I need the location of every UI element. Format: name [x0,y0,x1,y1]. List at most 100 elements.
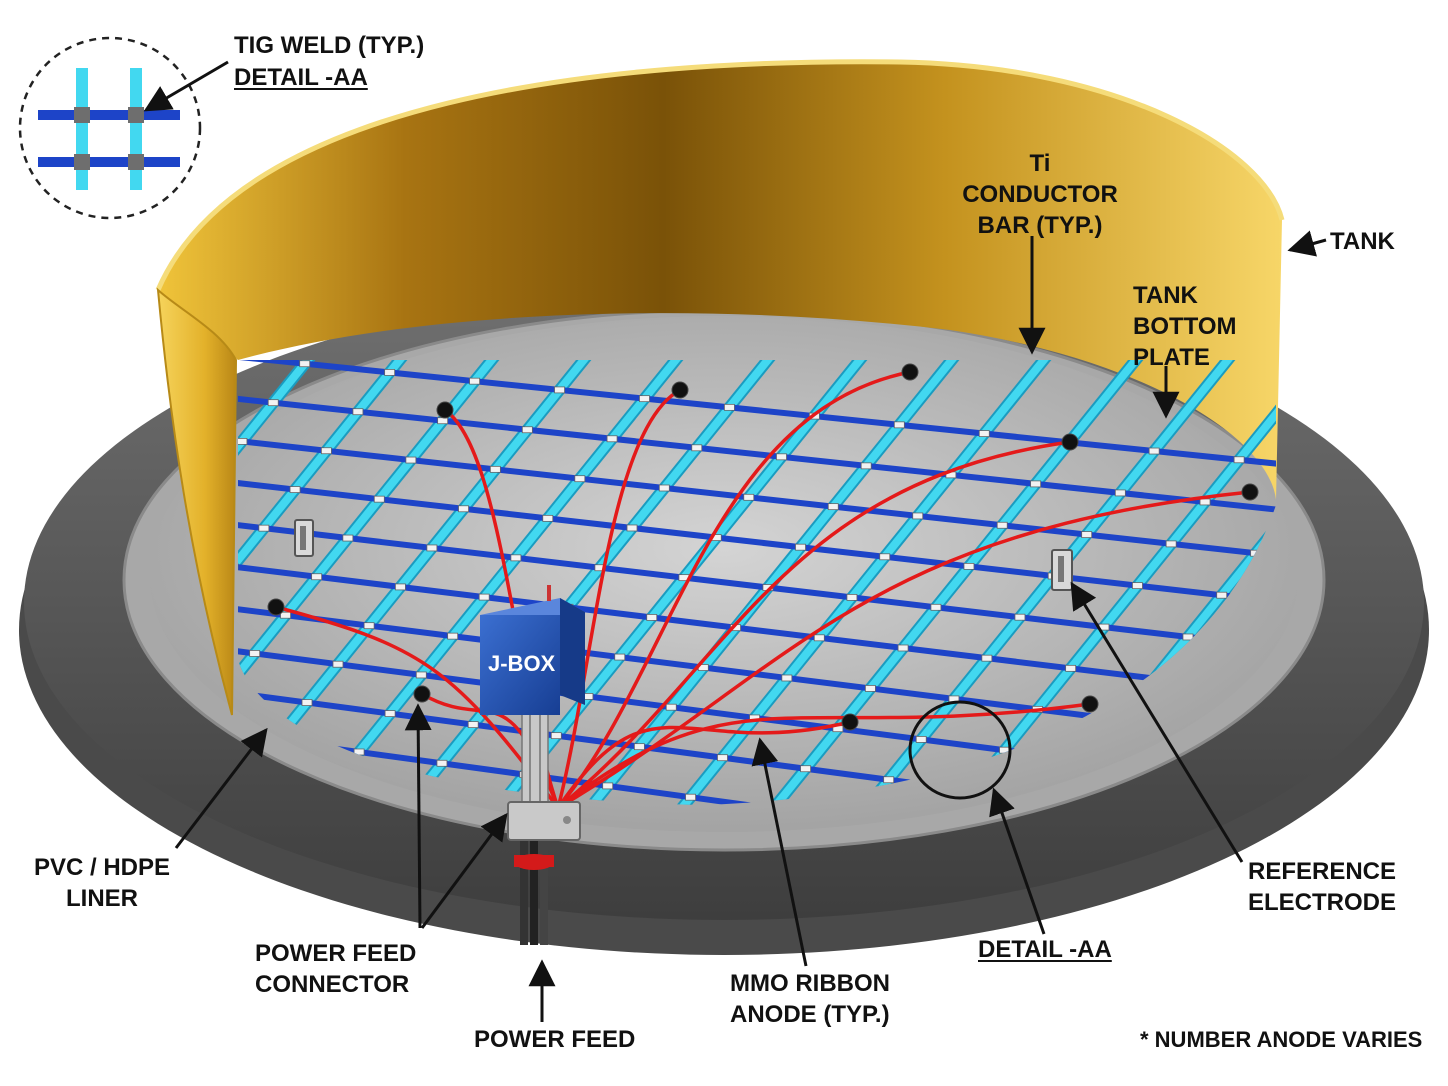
jbox-label: J-BOX [488,651,556,676]
mmo-line-2: ANODE (TYP.) [730,1001,890,1028]
tig-weld-mark [550,732,562,740]
red-anode-cable [556,370,911,810]
tig-weld-mark [467,721,479,729]
tig-weld-mark [1081,531,1093,538]
mmo-ribbon-anode [238,360,1276,468]
leader-lines [143,60,1327,1022]
tig-weld-mark [458,505,469,513]
tig-weld-mark [395,583,406,591]
mmo-line-1: MMO RIBBON [730,970,890,997]
tig-weld-mark [554,386,565,394]
tig-weld-mark [724,403,735,411]
red-anode-cable [275,605,560,810]
tig-weld-mark [415,671,427,679]
red-anode-cable [556,440,1071,810]
tig-weld-mark [289,486,301,493]
tig-weld-mark [342,534,354,542]
tig-weld-mark [0,741,3,747]
tig-weld-mark [1114,489,1126,497]
tank-wall-inner [158,61,1282,501]
anode-termination-ball [671,381,689,399]
tig-weld-mark [321,447,332,455]
tig-weld-mark [743,493,755,501]
tig-weld-mark [1182,633,1194,641]
tig-weld-mark [510,554,522,562]
tig-weld-mark [996,521,1008,529]
tig-weld-mark [633,743,645,751]
plate-line-3: PLATE [1133,344,1210,371]
tig-weld-mark [639,395,650,403]
ref-line-1: REFERENCE [1248,858,1397,885]
tig-weld-mark [542,514,554,522]
mmo-ribbon-anode [238,478,1276,606]
tig-weld-mark [373,495,385,503]
liner-line-2: LINER [66,885,138,912]
pfc-line-1: POWER FEED [255,940,417,967]
tig-weld-mark [405,456,417,464]
red-cables [267,363,1259,810]
tig-weld-mark [238,438,248,445]
tig-weld-mark [930,603,942,611]
tig-weld-mark [626,524,638,532]
liner-label: PVC / HDPE LINER [12,852,192,914]
tig-weld-mark [23,704,33,710]
anode-termination-ball [1081,695,1099,713]
red-anode-cable [556,720,851,809]
reference-electrode-right [1051,549,1073,591]
anode-termination-ball [267,598,285,616]
anode-termination-ball [901,363,919,381]
tig-weld-mark [781,674,793,682]
ti-bar-line-1: Ti [1029,150,1051,177]
reference-electrode-label: REFERENCE ELECTRODE [1248,856,1396,918]
ti-conductor-bar [652,360,1080,805]
power-feed-conduit [521,699,549,811]
tank-label: TANK [1330,228,1395,255]
detail-aa-top-label: DETAIL -AA [234,64,368,91]
tig-weld-mark [893,421,905,429]
tig-weld-mark [646,614,658,621]
tig-weld-mark [795,543,806,551]
tig-weld-mark [883,776,895,784]
tig-weld-mark [489,465,501,473]
tig-weld-mark [469,377,480,385]
tig-weld-mark [299,360,311,368]
mmo-ribbon-anode [238,730,1276,805]
anode-termination-ball [413,685,431,703]
tig-weld-mark [249,650,261,657]
tig-weld-mark [1132,582,1143,590]
tig-weld-mark [963,562,975,570]
tig-weld-mark [280,611,291,619]
tig-weld-mark [665,703,677,711]
plate-line-1: TANK [1133,282,1198,309]
detail-aa-circle [908,700,1012,800]
tig-weld-mark [267,399,279,407]
power-feed-cables [514,835,554,945]
mmo-ribbon-anode [238,436,1276,560]
tig-weld-mark [301,699,313,706]
tig-weld-mark [521,426,533,434]
mmo-ribbon-anode [238,394,1276,514]
tank-wall-rim [155,59,1285,291]
tank-wall-outer-left [156,287,238,716]
tig-weld-mark [352,408,364,416]
tig-weld-mark [813,634,825,642]
tig-weld-mark [981,654,993,662]
reference-electrode-left [294,519,314,557]
tig-weld-mark [827,503,839,511]
ti-conductor-bar [238,360,344,805]
tig-weld-label: TIG WELD (TYP.) [234,32,425,59]
detail-aa-inset [18,36,202,220]
tig-weld-mark [258,524,270,532]
anode-termination-ball [1241,483,1259,501]
tig-weld-mark [602,782,614,790]
anode-termination-ball [436,401,454,419]
anode-termination-ball [1061,433,1079,451]
tig-weld-mark [978,430,990,437]
tig-weld-mark [1065,664,1077,672]
mmo-ribbon-anode [238,520,1276,652]
j-box: J-BOX [480,585,585,715]
red-anode-cable [556,388,681,809]
power-feed-label: POWER FEED [474,1026,636,1053]
